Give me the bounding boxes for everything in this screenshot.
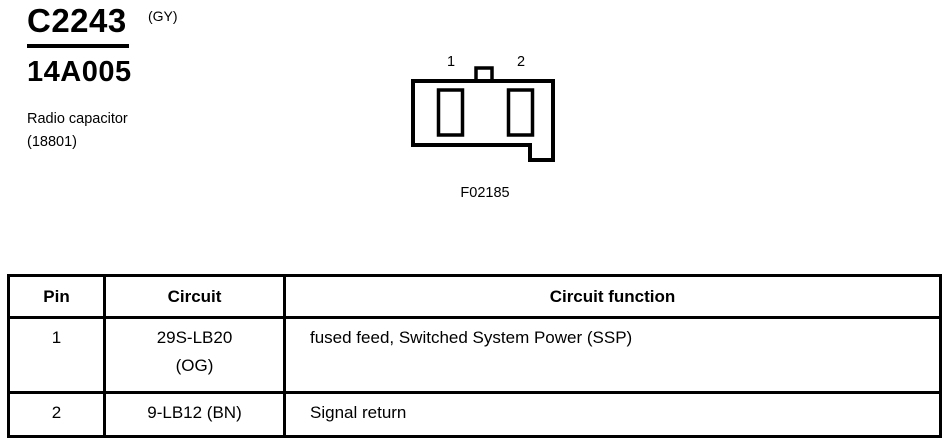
pin-table: Pin Circuit Circuit function 1 29S-LB20 … — [7, 274, 942, 438]
connector-figure: 1 2 F02185 — [405, 50, 565, 210]
connector-color-code: (GY) — [148, 8, 178, 24]
connector-drawing: 1 2 — [411, 54, 555, 162]
circuit-line: (OG) — [175, 356, 214, 375]
function-cell: fused feed, Switched System Power (SSP) — [283, 316, 942, 394]
pin-label-1: 1 — [447, 54, 455, 70]
table-header-row: Pin Circuit Circuit function — [7, 274, 942, 319]
circuit-line: 9-LB12 (BN) — [147, 403, 242, 422]
figure-id-caption: F02185 — [460, 185, 510, 201]
col-header-circuit-function: Circuit function — [283, 274, 942, 319]
component-name: Radio capacitor — [27, 111, 128, 127]
pin-label-2: 2 — [517, 54, 525, 70]
part-number: 14A005 — [27, 56, 132, 88]
connector-id-title: C2243 — [27, 4, 129, 48]
col-header-circuit: Circuit — [103, 274, 286, 319]
pin-cell: 2 — [7, 391, 106, 438]
pin-cell: 1 — [7, 316, 106, 394]
table-row: 1 29S-LB20 (OG) fused feed, Switched Sys… — [7, 316, 942, 394]
table-row: 2 9-LB12 (BN) Signal return — [7, 391, 942, 438]
circuit-cell: 29S-LB20 (OG) — [103, 316, 286, 394]
pin-cavity-2 — [506, 88, 535, 137]
circuit-cell: 9-LB12 (BN) — [103, 391, 286, 438]
col-header-pin: Pin — [7, 274, 106, 319]
pin-cavity-1 — [436, 88, 465, 137]
connector-outline — [411, 79, 555, 162]
component-base-number: (18801) — [27, 134, 77, 150]
circuit-line: 29S-LB20 — [156, 328, 233, 347]
connector-tab — [474, 66, 494, 81]
function-cell: Signal return — [283, 391, 942, 438]
